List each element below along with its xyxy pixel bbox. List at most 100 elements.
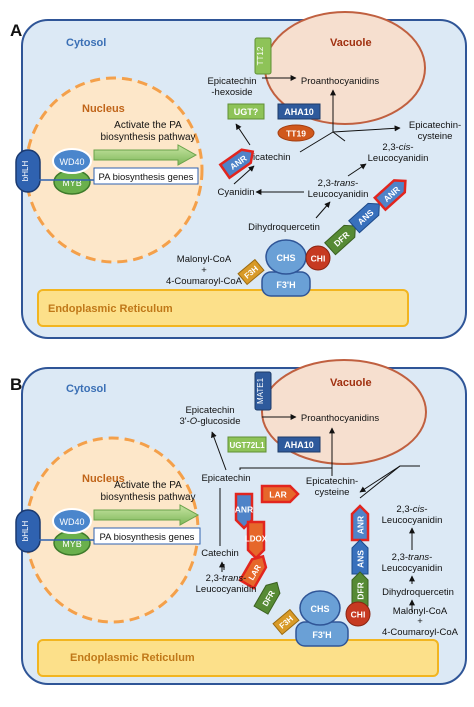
ans-shape — [351, 539, 369, 575]
malonyl-coa: Malonyl-CoA — [177, 254, 232, 265]
f3h-enzyme: F3H — [272, 608, 300, 636]
aha10-box — [277, 436, 321, 453]
cytosol-label: Cytosol — [66, 383, 106, 395]
tt19-label: TT19 — [286, 129, 306, 139]
f3ph-label: F3'H — [312, 630, 331, 640]
anr-left-shape — [234, 492, 254, 530]
ldox-shape — [246, 520, 266, 560]
vacuole-label: Vacuole — [330, 37, 372, 49]
activate-line1: Activate the PA — [114, 120, 182, 131]
anr-left-label: ANR — [235, 505, 253, 515]
trans-leucocyanidin-right-top: 2,3-trans- — [392, 552, 433, 563]
epicatechin: Epicatechin — [241, 152, 290, 163]
dihydroquercetin: Dihydroquercetin — [248, 222, 320, 233]
wd40-factor — [52, 508, 92, 534]
epicatechin-cysteine-2: cysteine — [418, 131, 453, 142]
cis-leucocyanidin-bottom: Leucocyanidin — [368, 153, 429, 164]
f3ph-label: F3'H — [276, 280, 295, 290]
chs-label: CHS — [276, 253, 295, 263]
myb-label: MYB — [62, 539, 82, 549]
panel-b: B Cytosol Endoplasmic Reticulum Vacuole … — [10, 359, 467, 685]
ugt-label: UGT? — [234, 107, 259, 117]
plus-sign: + — [201, 265, 207, 276]
epicatechin-glucoside-2: 3'-O-glucoside — [180, 416, 241, 427]
proanthocyanidins: Proanthocyanidins — [301, 76, 379, 87]
cis-leucocyanidin-top: 2,3-cis- — [382, 142, 413, 153]
chi-enzyme — [345, 601, 371, 627]
cis-leucocyanidin-bottom: Leucocyanidin — [382, 515, 443, 526]
genes-box-label: PA biosynthesis genes — [99, 172, 194, 183]
epicatechin-cysteine-2: cysteine — [315, 487, 350, 498]
ugt72l1-box — [227, 436, 267, 453]
panel-letter: A — [10, 21, 22, 40]
aha10-label: AHA10 — [284, 107, 314, 117]
dfr-shape — [324, 224, 356, 256]
epicatechin: Epicatechin — [201, 473, 250, 484]
line-epicatechin-junction — [299, 131, 334, 153]
panel-letter: B — [10, 375, 22, 394]
f3h-shape — [272, 608, 300, 636]
ugt72l1-label: UGT72L1 — [229, 441, 265, 450]
tt12-transporter — [254, 37, 272, 75]
epicatechin-cysteine-1: Epicatechin- — [409, 120, 461, 131]
activate-line2: biosynthesis pathway — [100, 492, 195, 503]
ans-enzyme: ANS — [351, 539, 369, 575]
wd40-factor — [52, 148, 92, 174]
cyanidin: Cyanidin — [218, 187, 255, 198]
ldox-label: LDOX — [245, 535, 268, 544]
coumaroyl-coa: 4-Coumaroyl-CoA — [166, 276, 243, 287]
ans-label: ANS — [356, 550, 366, 568]
tt19-protein — [277, 124, 315, 142]
dfr-left-enzyme: DFR — [253, 581, 281, 615]
dfr-enzyme: DFR — [324, 224, 356, 256]
nucleus-label: Nucleus — [82, 103, 125, 115]
dfr-right-enzyme: DFR — [351, 571, 369, 607]
proanthocyanidins: Proanthocyanidins — [301, 413, 379, 424]
chi-enzyme — [305, 245, 331, 271]
lar-left-enzyme: LAR — [238, 554, 268, 590]
bhlh-factor — [15, 149, 41, 193]
genes-box — [93, 527, 201, 545]
epicatechin-hexoside-2: -hexoside — [211, 87, 252, 98]
anr-right-label: ANR — [356, 516, 366, 534]
mate1-label: MATE1 — [256, 377, 265, 404]
chs-enzyme — [299, 590, 341, 626]
arrow-trans-to-cis — [347, 163, 367, 177]
chi-label: CHI — [351, 610, 366, 620]
dfr-right-label: DFR — [356, 582, 366, 599]
malonyl-coa: Malonyl-CoA — [393, 606, 448, 617]
trans-leucocyanidin-top: 2,3-trans- — [318, 178, 359, 189]
line-cis-junction — [332, 131, 346, 142]
wd40-label: WD40 — [59, 517, 84, 527]
trans-leucocyanidin-left-top: 2,3-trans- — [206, 573, 247, 584]
arrow-epicatechin-to-hexoside — [235, 123, 251, 146]
aha10-box — [277, 103, 321, 120]
wd40-label: WD40 — [59, 157, 84, 167]
epicatechin-hexoside-1: Epicatechin — [207, 76, 256, 87]
chs-label: CHS — [310, 604, 329, 614]
dfr-left-shape — [253, 581, 281, 615]
anr-right-enzyme: ANR — [372, 179, 407, 212]
plus-sign: + — [417, 616, 423, 627]
dihydroquercetin: Dihydroquercetin — [382, 587, 454, 598]
arrow-cyanidin-to-epicatechin — [233, 165, 255, 185]
endoplasmic-reticulum — [37, 289, 409, 327]
line-epicatechin-junction — [239, 467, 332, 470]
anr-left-shape — [218, 148, 255, 180]
f3h-shape — [237, 258, 265, 286]
bhlh-label: bHLH — [21, 161, 30, 182]
ans-enzyme: ANS — [348, 202, 380, 234]
activate-line1: Activate the PA — [114, 480, 182, 491]
activate-line2: biosynthesis pathway — [100, 132, 195, 143]
ugt-box — [227, 103, 265, 120]
lar-top-label: LAR — [269, 490, 286, 500]
tt12-label: TT12 — [256, 46, 265, 65]
cis-leucocyanidin-top: 2,3-cis- — [396, 504, 427, 515]
bhlh-factor — [15, 509, 41, 553]
genes-box — [93, 167, 199, 185]
mate1-transporter — [254, 371, 272, 411]
anr-left-enzyme: ANR — [218, 148, 255, 180]
anr-right-enzyme: ANR — [350, 504, 370, 542]
trans-leucocyanidin-right-bottom: Leucocyanidin — [382, 563, 443, 574]
arrow-junction-to-cysteine — [332, 125, 401, 133]
